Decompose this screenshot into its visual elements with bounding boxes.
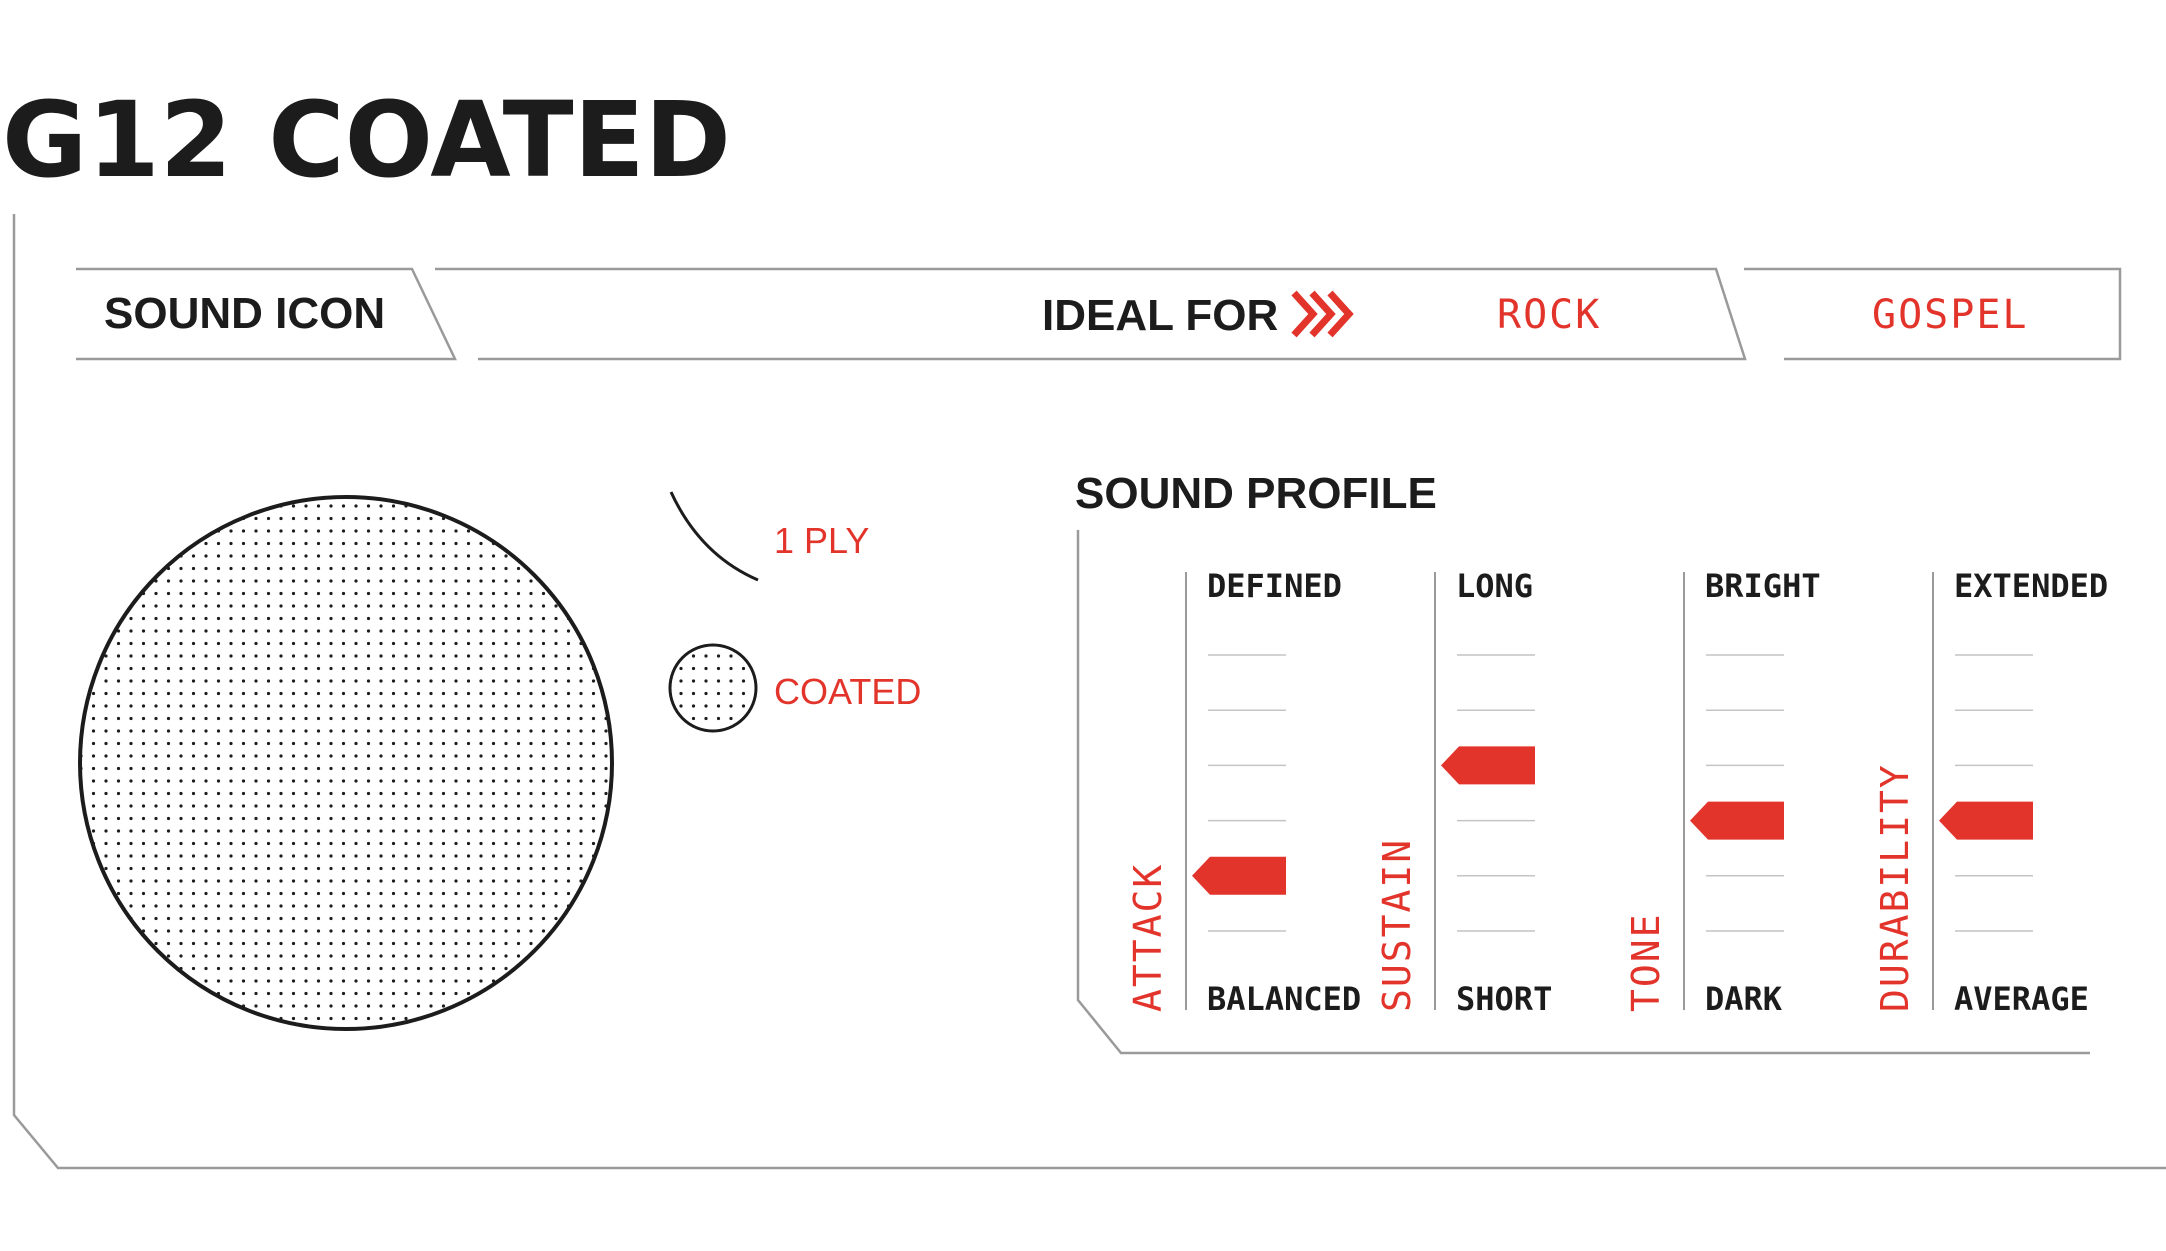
slider-durability: EXTENDED AVERAGE DURABILITY <box>1873 567 2108 1018</box>
slider-tone: BRIGHT DARK TONE <box>1624 567 1821 1018</box>
slider-top-label: EXTENDED <box>1954 567 2108 605</box>
ply-label: 1 PLY <box>774 520 869 561</box>
ideal-for-tab <box>435 267 1747 361</box>
gospel-tab <box>1744 267 2122 361</box>
slider-marker <box>1690 801 1784 840</box>
sound-icon-tab <box>76 267 457 361</box>
sound-icon-graphic: 1 PLY COATED <box>78 491 921 1031</box>
genre-rock: ROCK <box>1497 292 1601 338</box>
sound-profile-title: SOUND PROFILE <box>1075 469 1437 518</box>
chevrons-icon <box>1291 290 1354 338</box>
slider-bottom-label: AVERAGE <box>1954 980 2089 1018</box>
coated-swatch-icon <box>668 643 758 733</box>
header-bar: SOUND ICON IDEAL FOR ROCK GOSPEL <box>76 267 2122 361</box>
genre-gospel: GOSPEL <box>1872 292 2029 338</box>
slider-marker <box>1441 746 1535 785</box>
outer-frame <box>12 214 2166 1170</box>
slider-marker <box>1192 856 1286 895</box>
slider-top-label: LONG <box>1456 567 1533 605</box>
page-title: G12 COATED <box>2 79 731 201</box>
slider-name: TONE <box>1624 912 1668 1012</box>
slider-name: SUSTAIN <box>1375 838 1419 1012</box>
slider-bottom-label: BALANCED <box>1207 980 1361 1018</box>
sound-icon-label: SOUND ICON <box>104 289 385 338</box>
slider-attack: DEFINED BALANCED ATTACK <box>1126 567 1361 1018</box>
slider-bottom-label: SHORT <box>1456 980 1552 1018</box>
ply-arc-icon <box>669 491 759 582</box>
slider-bottom-label: DARK <box>1705 980 1783 1018</box>
slider-group: DEFINED BALANCED ATTACK LONG SHORT SUSTAIN BRI… <box>1126 567 2108 1018</box>
slider-name: DURABILITY <box>1873 763 1917 1012</box>
ideal-for-label: IDEAL FOR <box>1042 291 1278 340</box>
sound-profile-frame <box>1076 530 2090 1055</box>
drumhead-icon <box>78 495 614 1031</box>
slider-top-label: DEFINED <box>1207 567 1342 605</box>
finish-label: COATED <box>774 671 921 712</box>
slider-name: ATTACK <box>1126 863 1170 1012</box>
slider-top-label: BRIGHT <box>1705 567 1821 605</box>
sound-profile: SOUND PROFILE DEFINED BALANCED ATTACK LONG S… <box>1075 469 2108 1055</box>
slider-marker <box>1939 801 2033 840</box>
slider-sustain: LONG SHORT SUSTAIN <box>1375 567 1552 1018</box>
